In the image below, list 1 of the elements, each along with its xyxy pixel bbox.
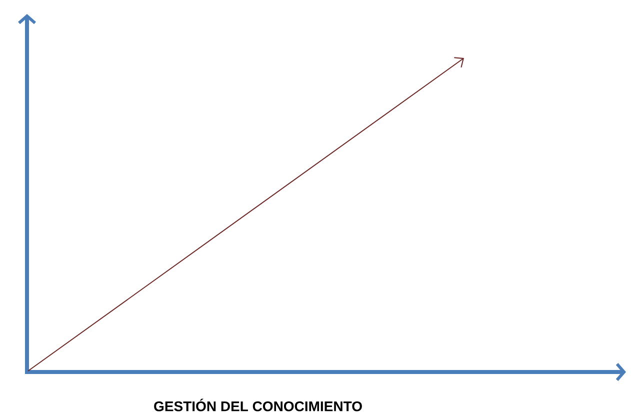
axis-label: GESTIÓN DEL CONOCIMIENTO <box>154 398 362 412</box>
